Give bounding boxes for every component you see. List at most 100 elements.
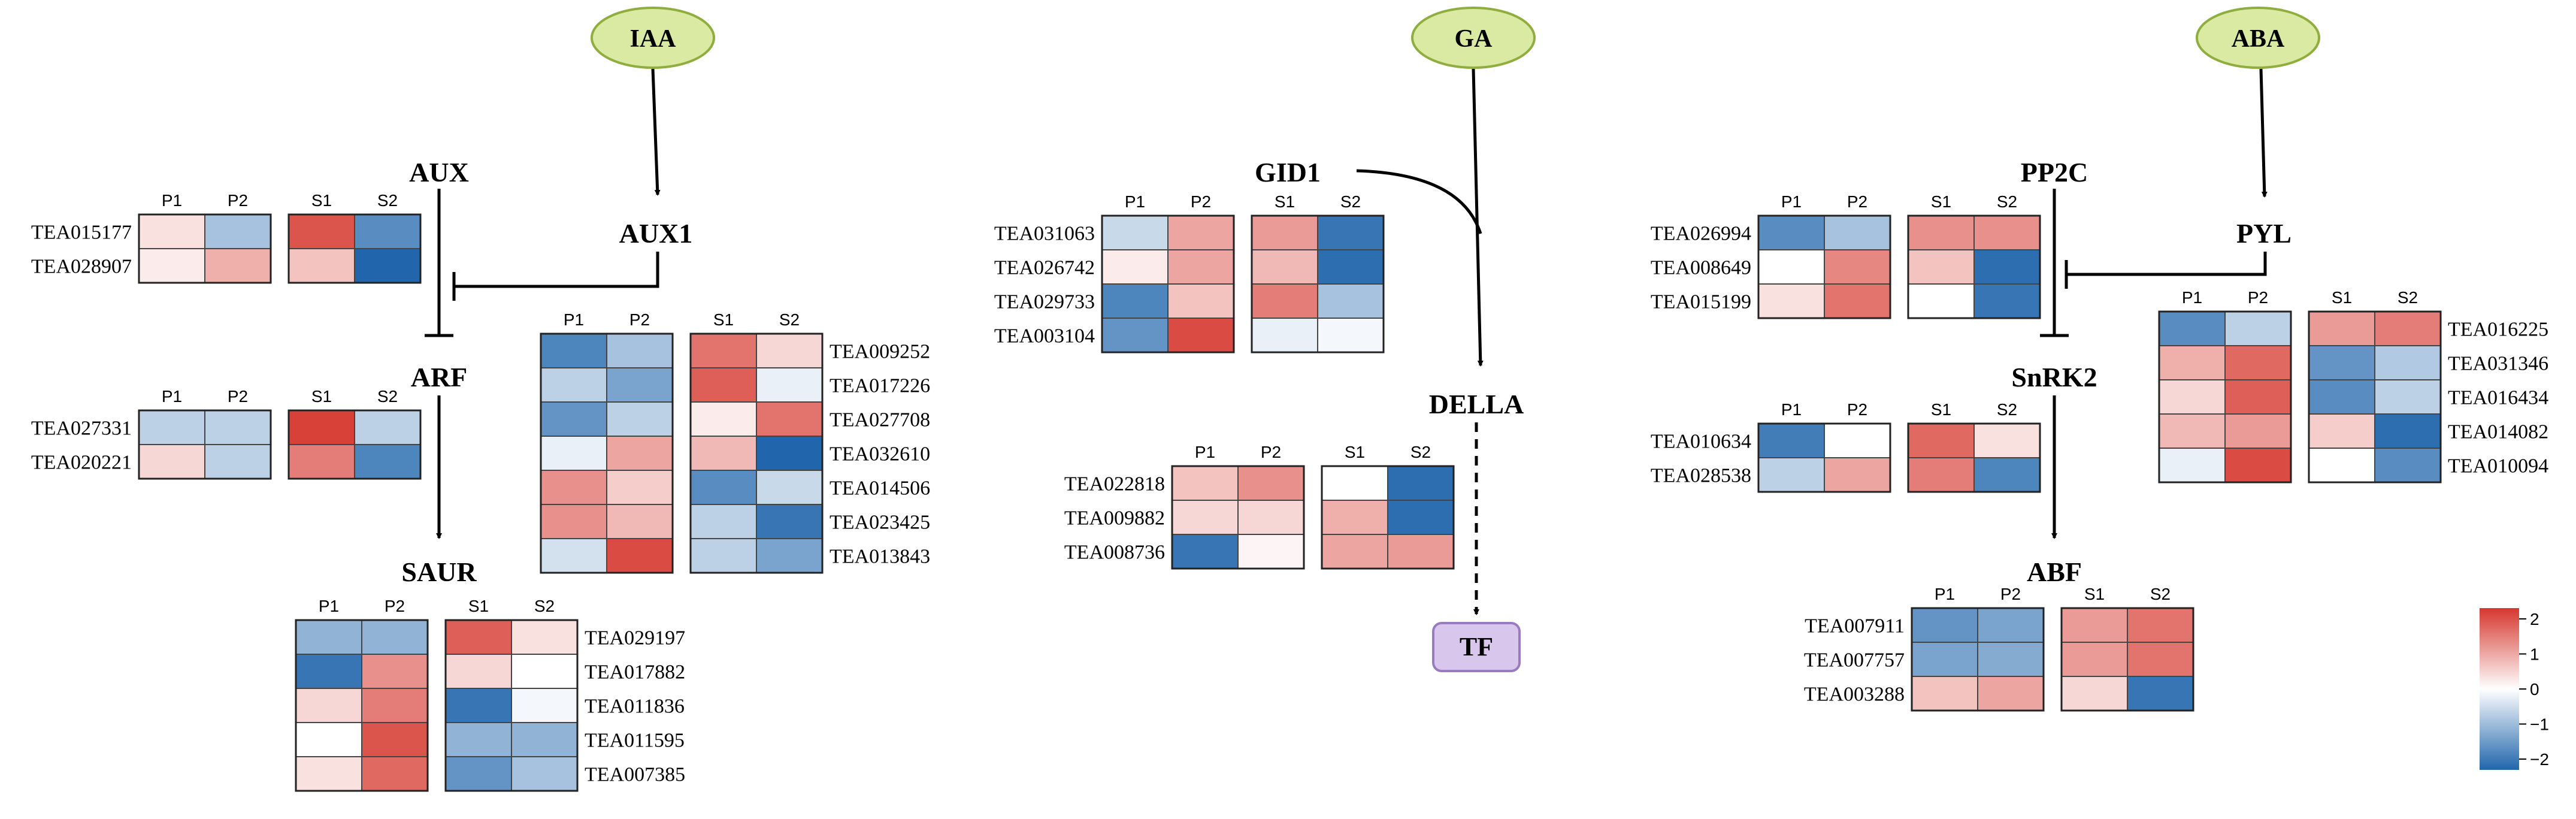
heatmap-block-border — [1757, 422, 1891, 493]
heatmap-block-border — [1171, 465, 1305, 570]
heatmap-col-label: P2 — [385, 597, 405, 615]
heatmap-cell — [690, 367, 757, 403]
heatmap-cell — [138, 410, 205, 445]
heatmap-cell — [1824, 249, 1891, 285]
heatmap-cell — [2308, 379, 2375, 415]
heatmap-cell — [690, 436, 757, 471]
heatmap-cell — [606, 436, 673, 471]
heatmap-cell — [606, 470, 673, 505]
node-snrk2: SnRK2 — [2011, 362, 2097, 392]
heatmap-cell — [690, 504, 757, 539]
gene-label: TEA028538 — [1651, 465, 1751, 487]
heatmap-block-border — [287, 213, 422, 284]
legend-tick-label: 1 — [2530, 645, 2539, 664]
gene-label: TEA016225 — [2448, 319, 2548, 341]
heatmap-cell — [1824, 283, 1891, 319]
gene-label: TEA008649 — [1651, 257, 1751, 279]
heatmap-cell — [1101, 318, 1169, 353]
heatmap-cell — [2159, 345, 2226, 380]
heatmap-cell — [2374, 448, 2441, 483]
legend-tick-label: −1 — [2530, 715, 2549, 734]
heatmap-block-border — [689, 333, 824, 574]
heatmap-cell — [2159, 413, 2226, 449]
heatmap-cell — [445, 654, 512, 689]
node-aux: AUX — [409, 157, 469, 188]
heatmap-cell — [204, 410, 271, 445]
gene-label: TEA007911 — [1805, 615, 1905, 637]
heatmap-cell — [1237, 466, 1304, 501]
color-legend: 210−1−2 — [2480, 608, 2549, 770]
heatmap-cell — [354, 410, 421, 445]
gene-label: TEA007385 — [585, 764, 685, 786]
heatmap-cell — [756, 401, 823, 437]
heatmap-block-border — [1907, 214, 2041, 319]
heatmap-cell — [606, 367, 673, 403]
heatmap-col-label: S1 — [713, 310, 734, 329]
heatmap-col-label: S1 — [1931, 400, 1951, 419]
heatmap-cell — [2374, 345, 2441, 380]
heatmap-block-border — [1101, 214, 1235, 353]
heatmap-cell — [1908, 283, 1975, 319]
heatmap-cell — [1172, 534, 1239, 569]
node-aux1: AUX1 — [619, 218, 693, 249]
heatmap-cell — [1758, 423, 1825, 458]
node-pyl: PYL — [2236, 218, 2292, 249]
node-della: DELLA — [1429, 389, 1524, 419]
heatmap-cell — [540, 436, 607, 471]
heatmap-cell — [1387, 466, 1454, 501]
heatmap-cell — [295, 654, 362, 689]
node-saur: SAUR — [401, 557, 477, 587]
legend-tick-label: 2 — [2530, 610, 2539, 628]
heatmap-cell — [606, 538, 673, 573]
heatmap-cell — [2374, 379, 2441, 415]
heatmap-cell — [511, 722, 578, 757]
heatmap-col-label: S1 — [1931, 192, 1951, 211]
edge-ga-della — [1472, 68, 1484, 367]
heatmap-cell — [511, 688, 578, 723]
heatmap-cell — [2127, 608, 2194, 643]
heatmap-cell — [361, 654, 428, 689]
heatmap-col-label: P2 — [1847, 400, 1867, 419]
heatmap-block-border — [295, 619, 429, 792]
heatmap-cell — [2374, 311, 2441, 346]
heatmap-cell — [138, 444, 205, 479]
hormone-iaa: IAA — [591, 7, 715, 69]
heatmap-cell — [690, 333, 757, 368]
gene-label: TEA028907 — [31, 256, 132, 278]
heatmap-col-label: S1 — [311, 191, 332, 210]
heatmap-cell — [1321, 500, 1388, 535]
heatmap-cell — [1317, 215, 1384, 250]
heatmap-col-label: P1 — [162, 387, 182, 406]
heatmap-cell — [2224, 345, 2292, 380]
heatmap-cell — [204, 444, 271, 479]
gene-label: TEA010634 — [1651, 431, 1751, 453]
gene-label: TEA022818 — [1064, 473, 1165, 495]
heatmap-cell — [2224, 413, 2292, 449]
heatmap-cell — [361, 619, 428, 655]
heatmap-cell — [1387, 534, 1454, 569]
heatmap-cell — [1911, 642, 1978, 677]
heatmap-cell — [295, 722, 362, 757]
gene-label: TEA010094 — [2448, 455, 2548, 478]
gene-label: TEA023425 — [830, 512, 930, 534]
node-abf: ABF — [2027, 557, 2082, 587]
gene-label: TEA026742 — [994, 257, 1095, 279]
node-arf: ARF — [411, 362, 468, 392]
heatmap-cell — [1251, 318, 1318, 353]
heatmap-cell — [295, 756, 362, 791]
heatmap-col-label: P1 — [319, 597, 339, 615]
heatmap-cell — [204, 248, 271, 283]
heatmap-block-border — [1321, 465, 1455, 570]
hormone-ga: GA — [1411, 7, 1536, 69]
pathway-edges — [425, 68, 2268, 615]
heatmap-cell — [540, 367, 607, 403]
gene-label: TEA032610 — [830, 443, 930, 466]
heatmap-cell — [540, 333, 607, 368]
